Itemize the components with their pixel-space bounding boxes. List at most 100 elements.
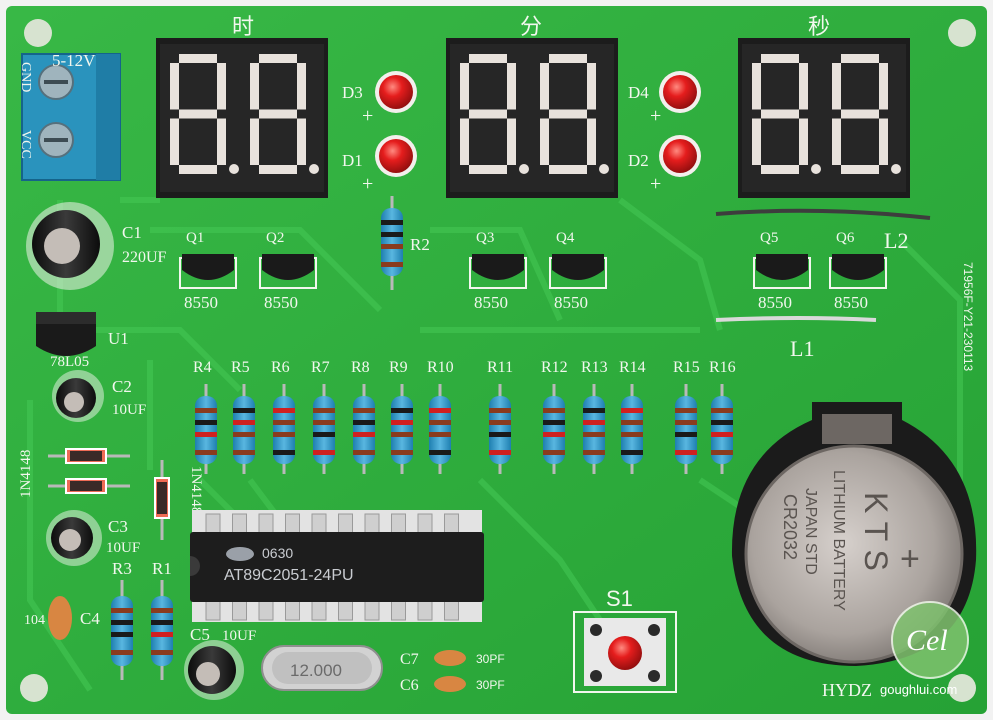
capacitor-c5 — [184, 640, 244, 700]
c5-label: C5 — [190, 625, 210, 644]
capacitor-c7 — [434, 650, 466, 666]
transistor-q3-part: 8550 — [474, 293, 508, 312]
resistor-r5: R5 — [231, 359, 255, 474]
resistor-r11: R11 — [487, 359, 513, 474]
transistor-q3-label: Q3 — [476, 230, 494, 246]
c4-label: C4 — [80, 609, 100, 628]
gnd-label: GND — [18, 62, 33, 92]
led-d4-plus: + — [650, 105, 661, 127]
wire-l1 — [715, 316, 877, 322]
resistor-label: R9 — [389, 359, 408, 376]
resistor-label: R8 — [351, 359, 370, 376]
mcu-pin — [205, 513, 221, 535]
c5-value: 10UF — [222, 628, 256, 644]
mcu-pin — [205, 599, 221, 621]
led-d4-label: D4 — [628, 83, 649, 102]
watermark-text: goughlui.com — [880, 682, 957, 697]
mcu-pin — [311, 599, 327, 621]
resistor-label: R14 — [619, 359, 646, 376]
resistor-r15: R15 — [673, 359, 700, 474]
capacitor-c3 — [46, 510, 102, 566]
mcu-pin — [391, 513, 406, 535]
resistor-r4: R4 — [193, 359, 217, 474]
led-d2-plus: + — [650, 173, 661, 195]
crystal-value: 12.000 — [290, 661, 342, 680]
led-d2-label: D2 — [628, 151, 649, 170]
mcu-code: 0630 — [262, 545, 293, 561]
u1-part: 78L05 — [50, 354, 89, 370]
resistor-label: R6 — [271, 359, 290, 376]
resistor-r10: R10 — [427, 359, 454, 474]
resistor-r14: R14 — [619, 359, 646, 474]
battery-plus: + — [900, 540, 920, 578]
c3-value: 10UF — [106, 540, 140, 556]
resistor-label: R7 — [311, 359, 330, 376]
resistor-r12: R12 — [541, 359, 568, 474]
vcc-label: VCC — [18, 130, 33, 159]
c2-label: C2 — [112, 377, 132, 396]
diode-vertical — [154, 460, 170, 540]
mcu-pin — [285, 513, 300, 535]
resistor-label: R13 — [581, 359, 608, 376]
resistor-label: R16 — [709, 359, 736, 376]
header-hours: 时 — [232, 14, 254, 39]
capacitor-c2 — [52, 370, 104, 422]
c2-value: 10UF — [112, 402, 146, 418]
digit-1 — [170, 54, 239, 174]
hydz-label: HYDZ — [822, 680, 872, 700]
transistor-q2-label: Q2 — [266, 230, 284, 246]
mcu-pin — [417, 513, 433, 535]
switch-s1[interactable] — [573, 611, 677, 693]
mcu-pin — [338, 599, 353, 621]
mcu-part: AT89C2051-24PU — [224, 567, 354, 584]
transistor-q1-part: 8550 — [184, 293, 218, 312]
diode-left-1 — [48, 448, 130, 464]
led-d3 — [375, 71, 417, 113]
transistor-q4-part: 8550 — [554, 293, 588, 312]
r3-label: R3 — [112, 559, 132, 578]
resistor-r1 — [151, 580, 173, 680]
led-d1-label: D1 — [342, 151, 363, 170]
diode-left-2 — [48, 478, 130, 494]
mounting-holes — [20, 19, 976, 702]
c7-label: C7 — [400, 651, 419, 668]
c1-label: C1 — [122, 223, 142, 242]
power-label: 5-12V — [52, 51, 96, 70]
digit-4 — [540, 54, 609, 174]
mcu-pin — [285, 599, 300, 621]
transistor-q5-part: 8550 — [758, 293, 792, 312]
digit-2 — [250, 54, 319, 174]
transistor-q2-part: 8550 — [264, 293, 298, 312]
resistor-label: R4 — [193, 359, 212, 376]
resistor-row: R4 R5 R6 R7 R8 R9 R10 R11 R12 R13 R14 R15 R16 — [193, 359, 736, 474]
transistor-q1-label: Q1 — [186, 230, 204, 246]
u1-label: U1 — [108, 329, 129, 348]
resistor-label: R10 — [427, 359, 454, 376]
mcu-pin — [232, 513, 247, 535]
capacitor-c6 — [434, 676, 466, 692]
side-code: 71956F-Y21-230113 — [961, 262, 975, 372]
digit-5 — [752, 54, 821, 174]
resistor-r9: R9 — [389, 359, 413, 474]
led-d4 — [659, 71, 701, 113]
led-d3-label: D3 — [342, 83, 363, 102]
mcu-pin — [364, 599, 380, 621]
transistor-q6-part: 8550 — [834, 293, 868, 312]
header-minutes: 分 — [520, 14, 542, 39]
resistor-r6: R6 — [271, 359, 295, 474]
c7-value: 30PF — [476, 652, 505, 666]
logo-text: Cel — [906, 624, 948, 657]
battery-line2: JAPAN STD — [802, 488, 819, 575]
mcu-pin — [258, 599, 274, 621]
mcu-pin — [391, 599, 406, 621]
led-d2 — [659, 135, 701, 177]
resistor-label: R15 — [673, 359, 700, 376]
c6-value: 30PF — [476, 678, 505, 692]
l2-label: L2 — [884, 228, 908, 253]
seven-segment-digits — [170, 54, 901, 174]
